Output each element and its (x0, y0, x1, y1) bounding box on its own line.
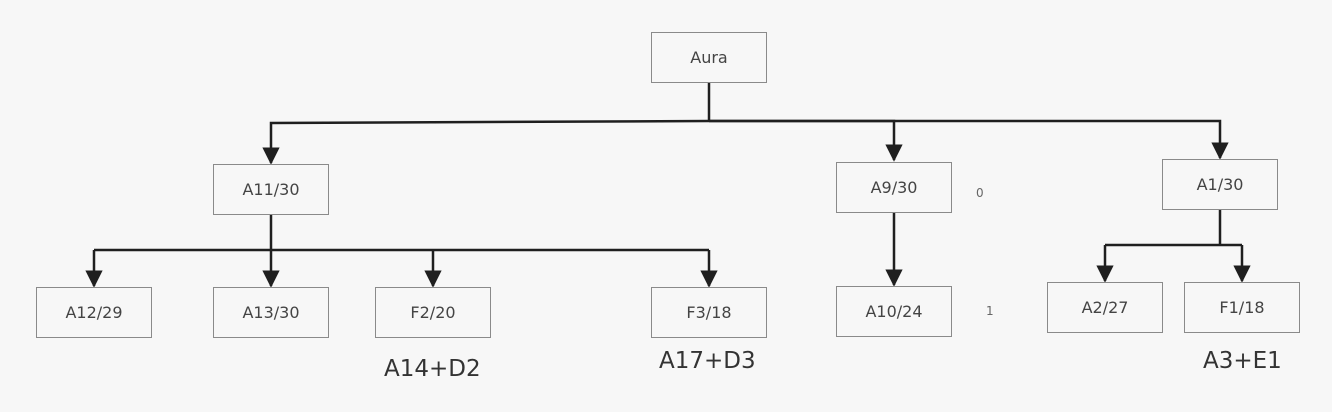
edge-root-a9 (709, 119, 903, 162)
note-a3-e1: A3+E1 (1203, 348, 1282, 374)
node-aura[interactable]: Aura (651, 32, 767, 83)
node-f3[interactable]: F3/18 (651, 287, 767, 338)
node-a11[interactable]: A11/30 (213, 164, 329, 215)
node-a2[interactable]: A2/27 (1047, 282, 1163, 333)
side-label-1: 1 (986, 304, 994, 318)
node-a10[interactable]: A10/24 (836, 286, 952, 337)
node-a12[interactable]: A12/29 (36, 287, 152, 338)
node-a1[interactable]: A1/30 (1162, 159, 1278, 210)
node-f1[interactable]: F1/18 (1184, 282, 1300, 333)
node-a9[interactable]: A9/30 (836, 162, 952, 213)
edge-root-a1 (709, 119, 1229, 160)
node-a13[interactable]: A13/30 (213, 287, 329, 338)
note-a17-d3: A17+D3 (659, 348, 756, 374)
edge-root-a11 (262, 119, 710, 165)
node-f2[interactable]: F2/20 (375, 287, 491, 338)
note-a14-d2: A14+D2 (384, 356, 481, 382)
side-label-0: 0 (976, 186, 984, 200)
